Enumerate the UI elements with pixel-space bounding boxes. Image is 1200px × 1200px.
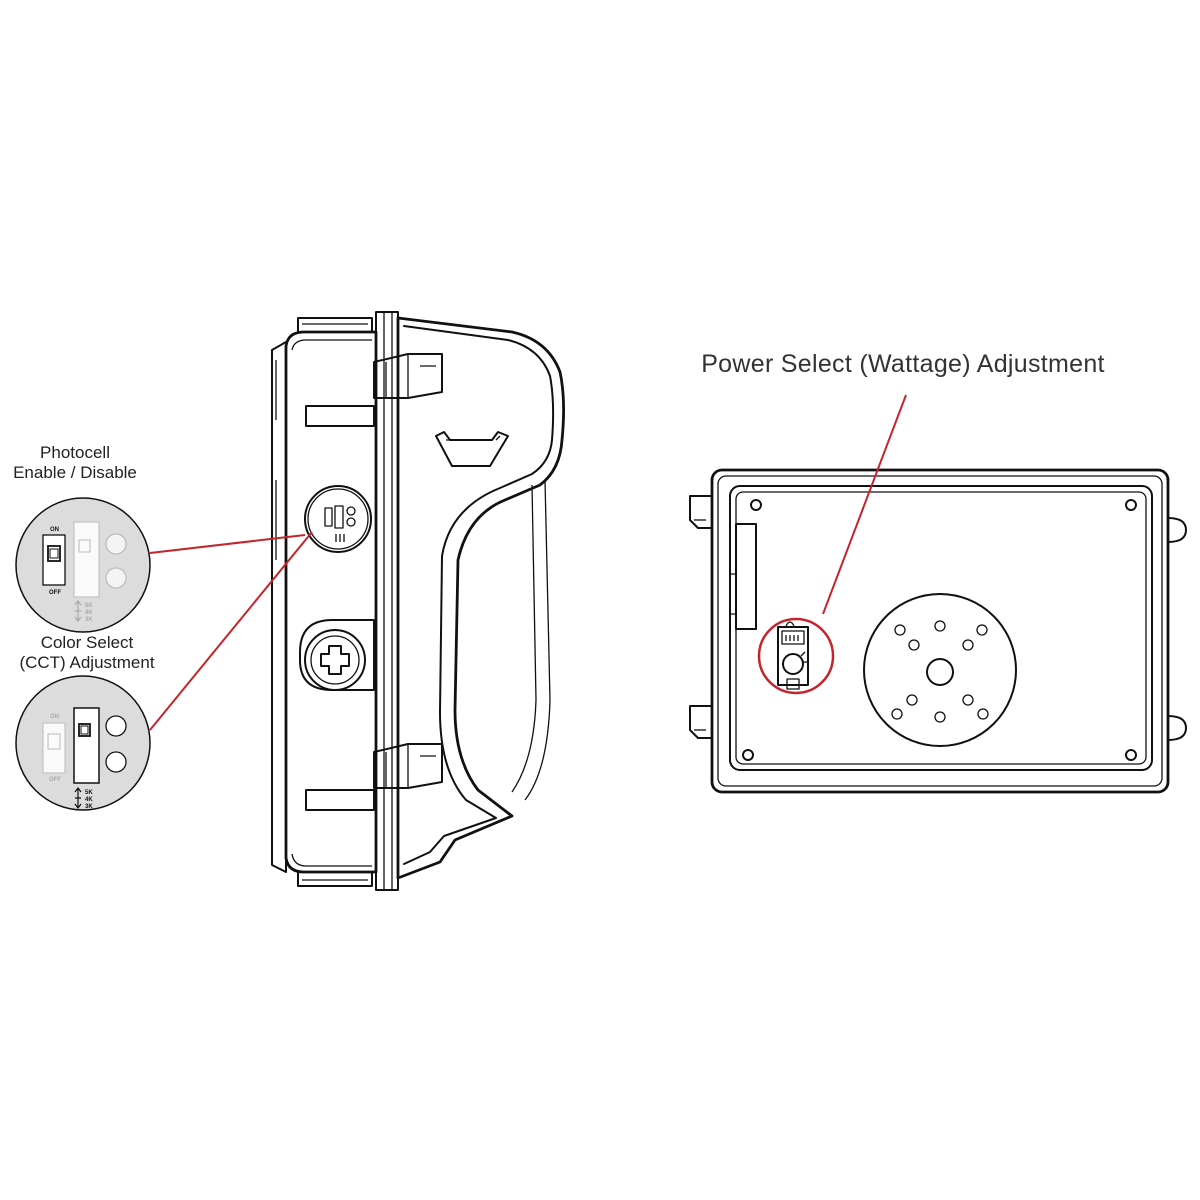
photocell-cct-5k: 5K <box>85 603 93 609</box>
color-select-label-line1: Color Select <box>41 633 134 652</box>
fixture-side-view <box>271 311 565 891</box>
color-cct-5k: 5K <box>85 790 93 796</box>
photocell-callout-line <box>149 534 306 554</box>
photocell-cct-3k: 3K <box>85 617 93 623</box>
power-select-highlight-ring <box>757 617 835 695</box>
power-select-callout-line <box>822 394 907 615</box>
fixture-back-view <box>689 468 1187 794</box>
photocell-on-label: ON <box>50 527 59 533</box>
color-off-label: OFF <box>49 777 61 783</box>
color-select-label-line2: (CCT) Adjustment <box>19 653 154 672</box>
photocell-cct-4k: 4K <box>85 610 93 616</box>
color-on-label: ON <box>50 714 59 720</box>
color-select-callout-line <box>149 531 313 731</box>
color-cct-4k: 4K <box>85 797 93 803</box>
photocell-label-line2: Enable / Disable <box>13 463 137 482</box>
photocell-label-line1: Photocell <box>40 443 110 462</box>
color-cct-3k: 3K <box>85 804 93 810</box>
photocell-off-label: OFF <box>49 590 61 596</box>
power-select-label: Power Select (Wattage) Adjustment <box>701 350 1105 378</box>
color-select-switch-inset: ON OFF 5K 4K 3K <box>15 675 151 811</box>
photocell-switch-inset: ON OFF 5K 4K 3K <box>15 497 151 633</box>
